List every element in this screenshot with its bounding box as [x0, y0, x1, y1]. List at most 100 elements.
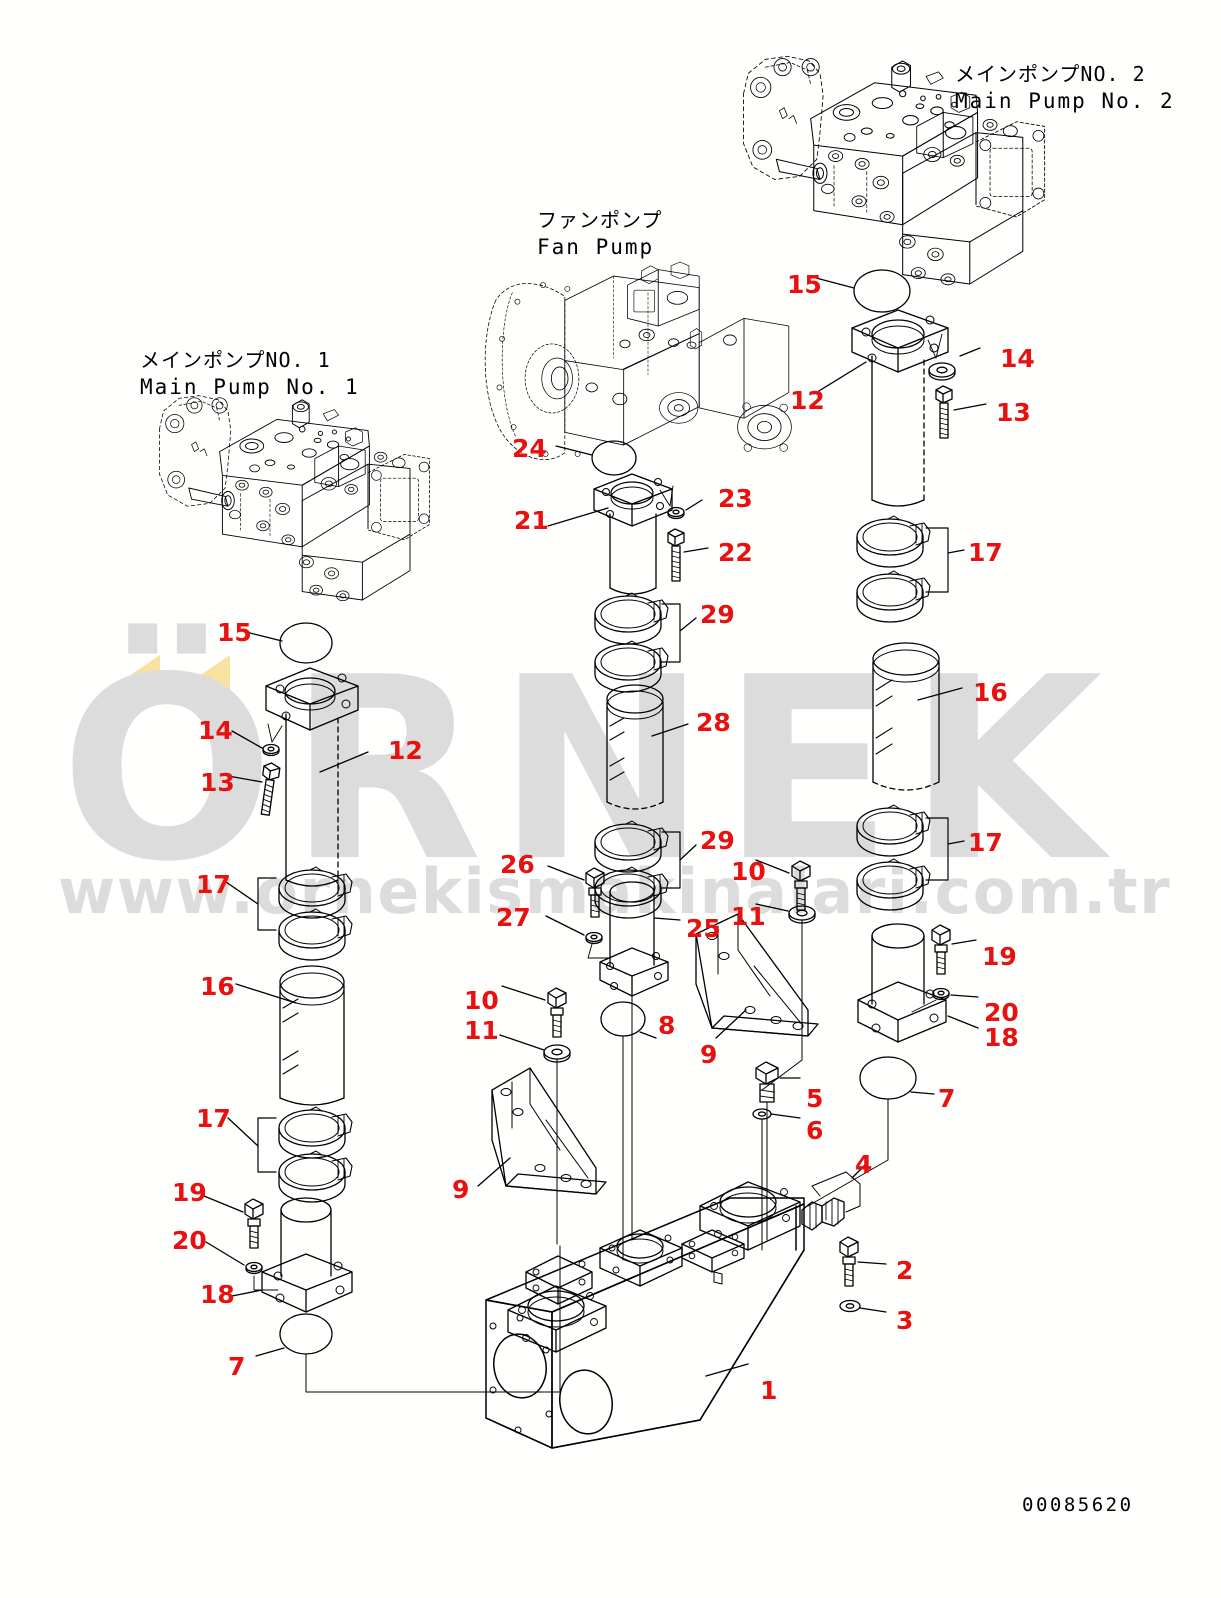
oring-7-right [807, 1056, 935, 1207]
washer-14-left [231, 723, 283, 757]
heading-main-pump-no-2-jp: メインポンプNO. 2 [955, 62, 1146, 86]
bolt-13-left [227, 761, 282, 817]
heading-main-pump-no-1: メインポンプNO. 1 Main Pump No. 1 [140, 348, 360, 400]
callout-number-15b: 15 [217, 618, 252, 647]
callout-number-16: 16 [973, 678, 1008, 707]
oring-15-right [815, 269, 911, 313]
callout-number-3: 3 [896, 1306, 914, 1335]
callout-number-13: 13 [996, 398, 1031, 427]
main-pump-no-1-illustration [158, 395, 431, 602]
callout-number-16b: 16 [200, 972, 235, 1001]
callout-number-10b: 10 [731, 857, 766, 886]
tube-21 [547, 473, 673, 595]
oring-15-left [245, 622, 333, 664]
callout-number-13b: 13 [200, 768, 235, 797]
flange-tube-25 [599, 881, 681, 1241]
callout-number-2: 2 [896, 1256, 914, 1285]
clamp-17-right-upper [856, 515, 965, 623]
callout-number-19: 19 [982, 942, 1017, 971]
callout-number-26: 26 [500, 850, 535, 879]
callout-number-9: 9 [452, 1175, 470, 1204]
heading-fan-pump: ファンポンプ Fan Pump [537, 208, 662, 260]
oring-8 [600, 1001, 657, 1261]
hose-16-left [235, 965, 345, 1106]
callout-number-1: 1 [760, 1376, 778, 1405]
hose-16-right [872, 642, 963, 791]
callout-number-21: 21 [514, 506, 549, 535]
callout-number-18b: 18 [200, 1280, 235, 1309]
callout-number-28: 28 [696, 708, 731, 737]
bolt-22 [667, 528, 709, 582]
callout-number-25: 25 [686, 914, 721, 943]
bracket-9-left [477, 1067, 607, 1195]
callout-number-15: 15 [787, 270, 822, 299]
drawing-number: 00085620 [1022, 1494, 1134, 1516]
washer-6 [752, 1108, 801, 1251]
callout-number-23: 23 [718, 484, 753, 513]
clamp-29-upper [594, 592, 697, 693]
bolt-19-right [931, 924, 977, 975]
callout-number-24: 24 [512, 434, 547, 463]
callout-number-9b: 9 [700, 1040, 718, 1069]
washer-23 [659, 485, 703, 520]
bolt-26 [547, 865, 605, 918]
oring-7-left [255, 1245, 561, 1393]
callout-number-7b: 7 [228, 1352, 246, 1381]
bolt-10-right [755, 859, 811, 911]
callout-number-17b: 17 [968, 828, 1003, 857]
heading-fan-pump-jp: ファンポンプ [537, 208, 663, 232]
washer-11-center [499, 1034, 571, 1245]
flange-tube-18-right [857, 923, 979, 1043]
clamp-17-left-upper [225, 866, 353, 961]
fan-pump-illustration [484, 261, 792, 460]
callout-number-17c: 17 [196, 870, 231, 899]
bolt-10-center [501, 985, 567, 1038]
heading-main-pump-no-2: メインポンプNO. 2 Main Pump No. 2 [955, 62, 1175, 114]
washer-20-right [911, 987, 979, 1013]
callout-number-19b: 19 [172, 1178, 207, 1207]
clamp-17-left-lower [227, 1106, 353, 1203]
callout-number-14: 14 [1000, 344, 1035, 373]
callout-number-20b: 20 [172, 1226, 207, 1255]
callout-number-20: 20 [984, 998, 1019, 1027]
callout-number-4: 4 [855, 1150, 873, 1179]
callout-number-12: 12 [790, 386, 825, 415]
callout-number-18: 18 [984, 1023, 1019, 1052]
bolt-19-left [203, 1195, 264, 1249]
callout-number-8: 8 [658, 1011, 676, 1040]
tube-12-right [813, 309, 949, 507]
elbow-fitting-4 [801, 1161, 869, 1231]
hydraulic-tank-1 [485, 1181, 805, 1449]
hose-28 [606, 684, 689, 810]
heading-fan-pump-en: Fan Pump [537, 234, 655, 259]
callout-number-10: 10 [464, 986, 499, 1015]
bolt-13 [935, 385, 987, 439]
washer-3 [839, 1299, 887, 1313]
bracket-9-right [695, 913, 819, 1039]
callout-number-22: 22 [718, 538, 753, 567]
callout-number-17d: 17 [196, 1104, 231, 1133]
plug-bolt-5 [755, 1061, 801, 1241]
washer-20-left [205, 1241, 279, 1291]
callout-number-17: 17 [968, 538, 1003, 567]
callout-number-6: 6 [806, 1116, 824, 1145]
clamp-29-lower [594, 820, 697, 919]
callout-number-12b: 12 [388, 736, 423, 765]
callout-number-14b: 14 [198, 716, 233, 745]
callout-number-29: 29 [700, 600, 735, 629]
heading-main-pump-no-1-en: Main Pump No. 1 [140, 374, 360, 399]
clamp-17-right-lower [856, 804, 965, 911]
oring-24 [555, 440, 637, 476]
callout-number-5: 5 [806, 1084, 824, 1113]
callout-number-27: 27 [496, 903, 531, 932]
flange-tube-18-left [231, 1197, 353, 1313]
callout-number-7: 7 [938, 1084, 956, 1113]
washer-14 [927, 333, 981, 381]
tube-12-left [265, 667, 369, 887]
heading-main-pump-no-1-jp: メインポンプNO. 1 [140, 348, 331, 372]
heading-main-pump-no-2-en: Main Pump No. 2 [955, 88, 1175, 113]
washer-27 [545, 915, 609, 959]
callout-number-29b: 29 [700, 826, 735, 855]
callout-number-11b: 11 [731, 902, 766, 931]
